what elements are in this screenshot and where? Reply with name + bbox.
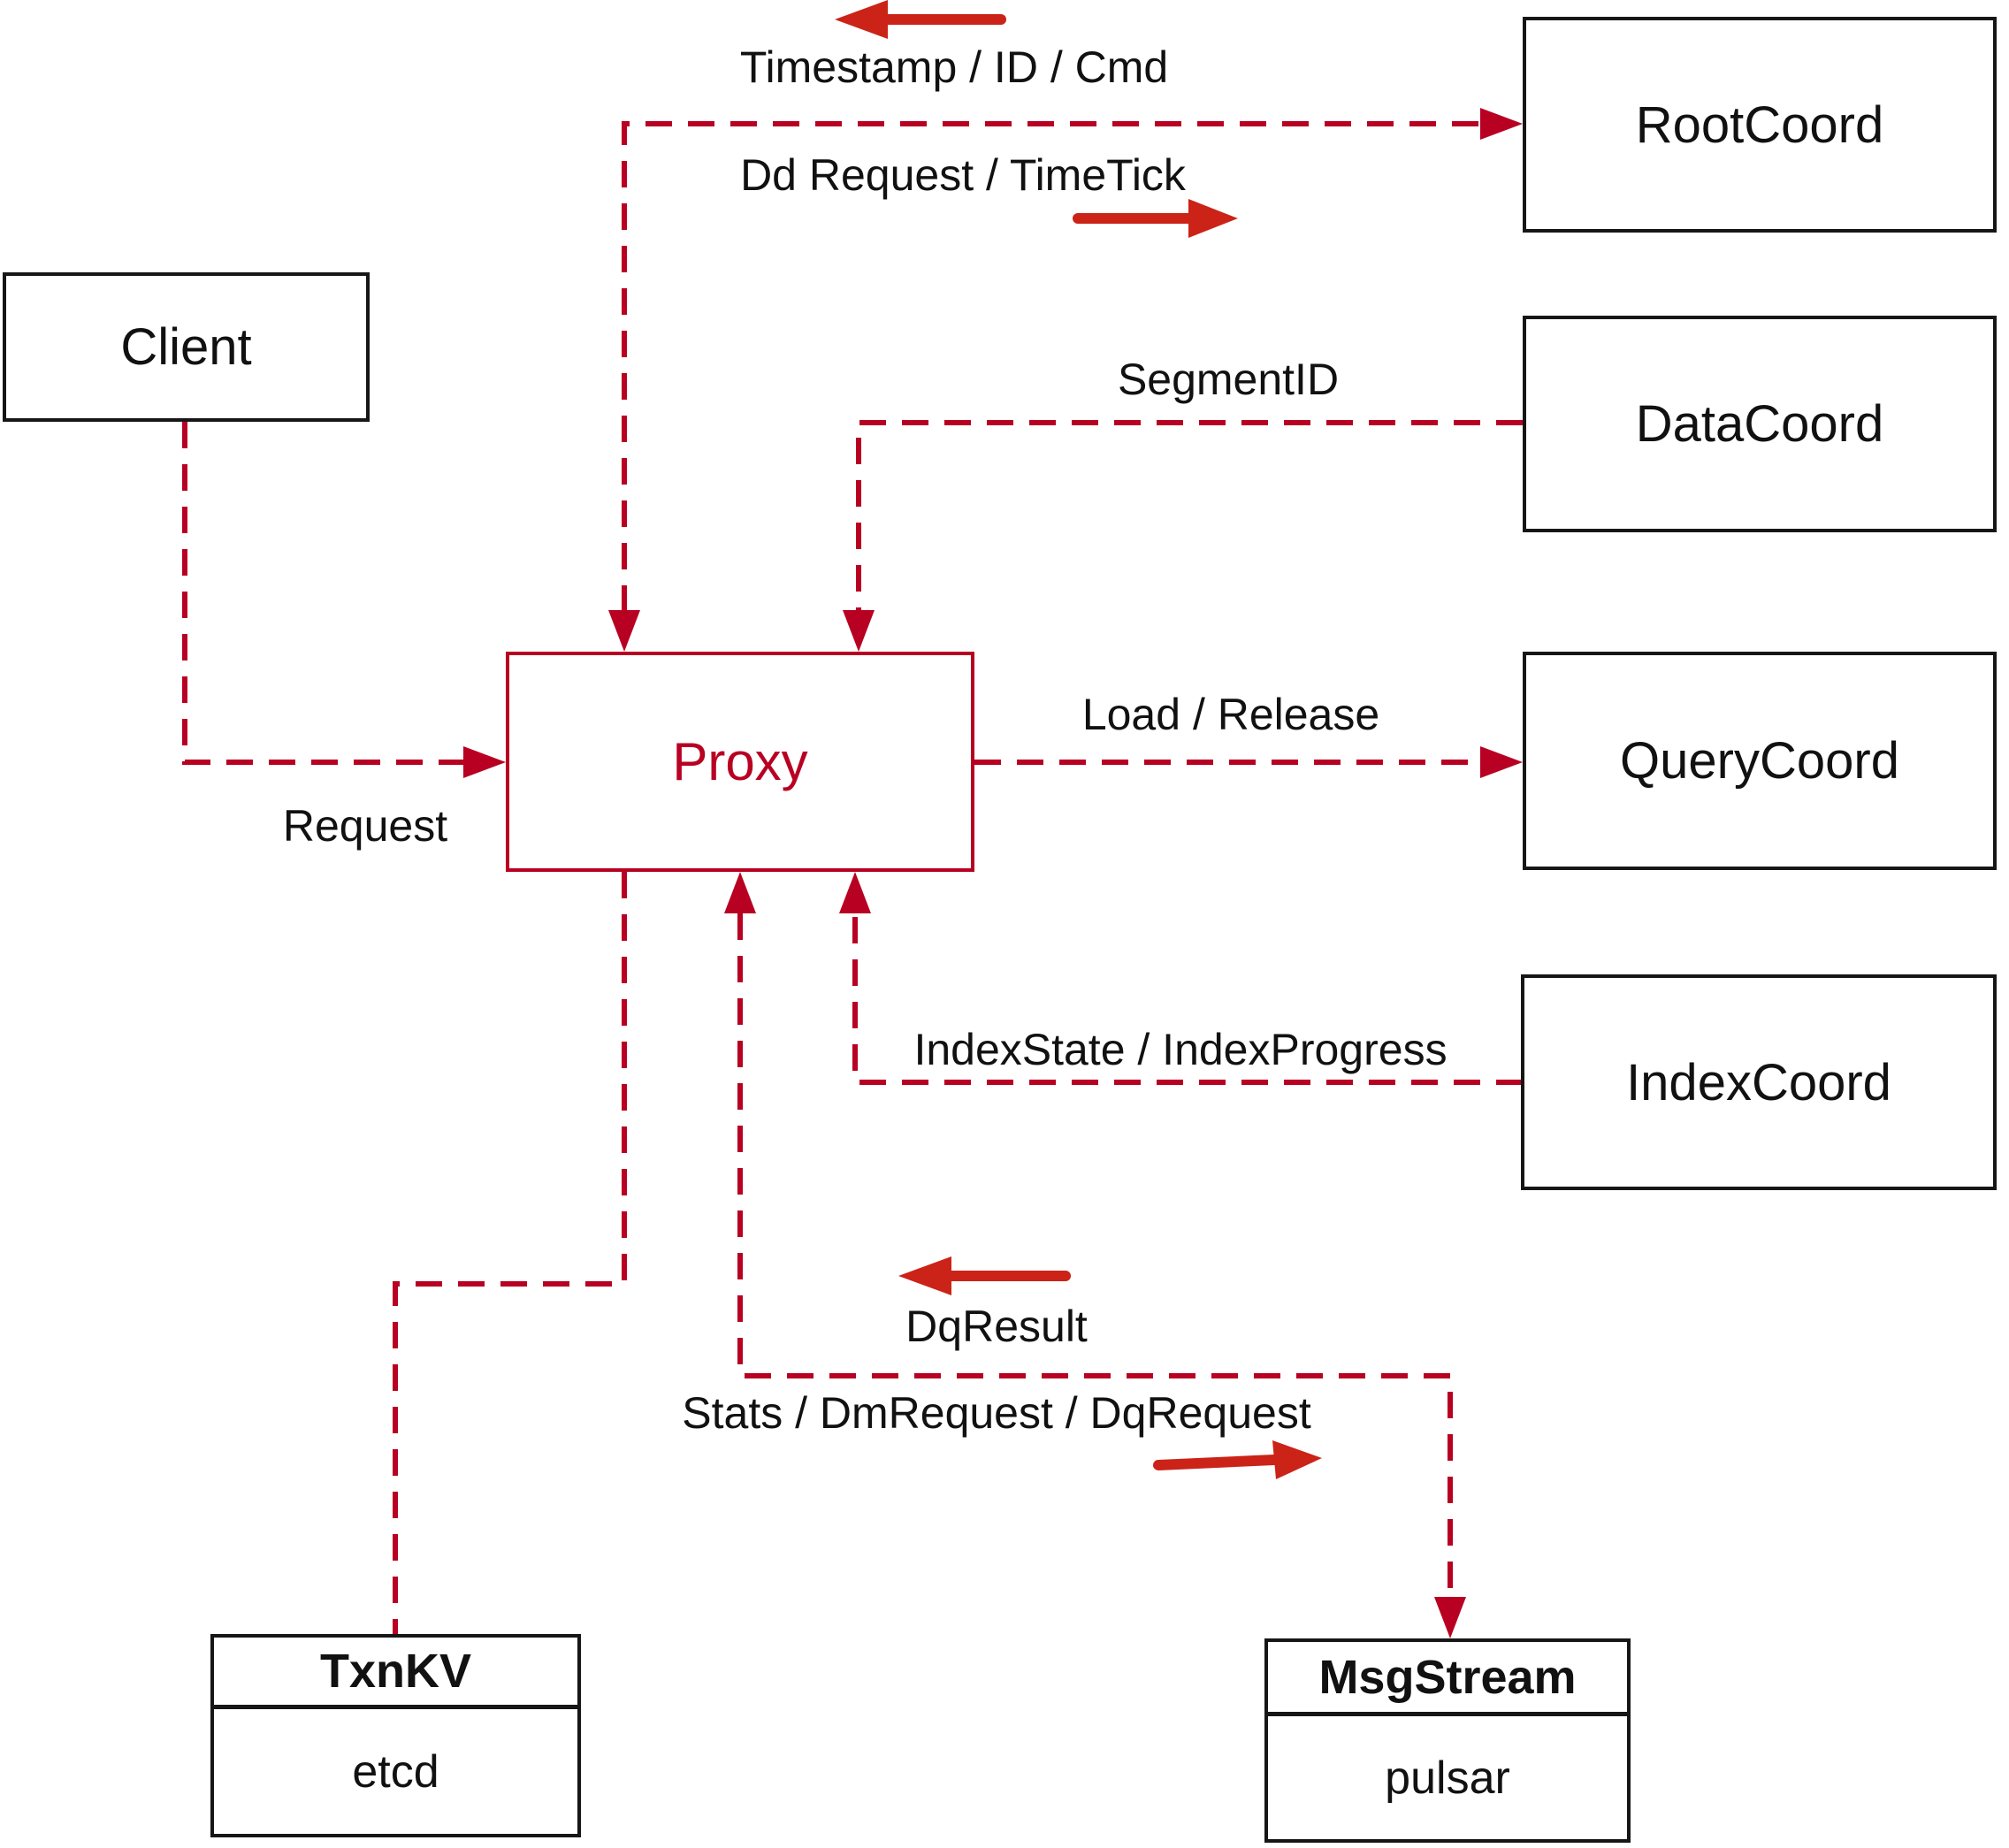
arrowhead-into-rootcoord <box>1480 108 1523 140</box>
node-indexcoord: IndexCoord <box>1521 974 1997 1190</box>
arrowhead-into-proxy-bottom-right <box>839 872 871 913</box>
edge-label-segment-id: SegmentID <box>1117 355 1340 404</box>
edge-label-timestamp-id-cmd: Timestamp / ID / Cmd <box>739 42 1169 92</box>
node-msgstream-title: MsgStream <box>1268 1642 1627 1716</box>
direction-arrow-stats-right <box>1153 1440 1322 1479</box>
edge-datacoord-proxy <box>843 420 1523 652</box>
edge-label-index-state-progress: IndexState / IndexProgress <box>913 1025 1448 1074</box>
edge-proxy-msgstream <box>724 872 1466 1638</box>
node-client: Client <box>3 272 370 422</box>
node-rootcoord-label: RootCoord <box>1635 95 1884 154</box>
node-txnkv-subtitle: etcd <box>352 1745 439 1798</box>
node-rootcoord: RootCoord <box>1523 17 1997 233</box>
node-proxy: Proxy <box>506 652 974 872</box>
direction-arrow-dqresult-left <box>898 1256 1071 1295</box>
node-querycoord: QueryCoord <box>1523 652 1997 870</box>
arrowhead-into-msgstream <box>1434 1597 1466 1638</box>
arrowhead-into-proxy-bottom-left <box>724 872 756 913</box>
node-msgstream-subtitle: pulsar <box>1385 1752 1510 1804</box>
direction-arrow-ddrequest-right <box>1073 199 1238 238</box>
direction-arrow-timestamp-left <box>835 0 1006 39</box>
edge-proxy-rootcoord <box>608 108 1523 652</box>
edge-proxy-querycoord <box>974 746 1523 778</box>
node-indexcoord-label: IndexCoord <box>1626 1053 1891 1111</box>
node-datacoord-label: DataCoord <box>1635 395 1884 453</box>
arrowhead-into-proxy-top-right <box>843 610 875 652</box>
node-client-label: Client <box>120 318 252 376</box>
node-querycoord-label: QueryCoord <box>1620 732 1899 790</box>
arrowhead-into-proxy-top-left <box>608 610 640 652</box>
arrowhead-into-querycoord <box>1480 746 1523 778</box>
edge-label-dd-request-timetick: Dd Request / TimeTick <box>740 150 1186 200</box>
edge-label-dq-result: DqResult <box>905 1302 1088 1351</box>
node-txnkv-title: TxnKV <box>214 1638 577 1709</box>
edge-label-load-release: Load / Release <box>1081 690 1380 739</box>
node-datacoord: DataCoord <box>1523 316 1997 532</box>
edge-client-proxy <box>182 422 506 778</box>
edge-indexcoord-proxy <box>839 872 1523 1085</box>
node-txnkv: TxnKV etcd <box>210 1634 581 1837</box>
arrowhead-into-proxy-left <box>463 746 506 778</box>
node-proxy-label: Proxy <box>672 732 808 791</box>
node-msgstream: MsgStream pulsar <box>1264 1638 1631 1843</box>
edge-proxy-txnkv <box>393 872 627 1634</box>
edge-label-request: Request <box>282 801 448 851</box>
edge-label-stats-dm-dq: Stats / DmRequest / DqRequest <box>682 1388 1311 1438</box>
